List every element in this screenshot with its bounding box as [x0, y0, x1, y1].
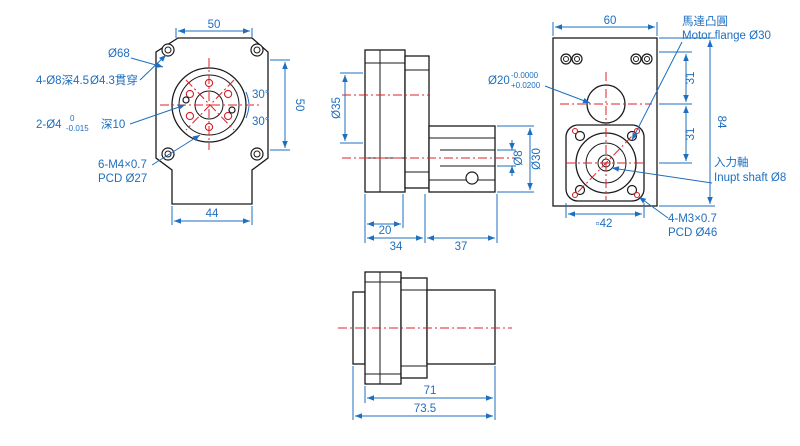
bottom-output-body [426, 289, 496, 365]
rear-view: 60 馬達凸圓 Motor flange Ø30 Ø20 -0.0000 +0.… [488, 15, 786, 239]
leader-holes [139, 54, 167, 81]
dim-side-outer: Ø30 [531, 148, 543, 170]
dim-side-37: 37 [455, 241, 468, 253]
dim-front-width: 50 [208, 19, 221, 31]
rear-tap-hole [633, 191, 641, 199]
leader-rear-tap [638, 196, 669, 219]
rear-tap-hole [571, 127, 579, 135]
dim-rear-width: 60 [604, 15, 617, 27]
note-pin-tol-lower: -0.015 [66, 124, 89, 133]
tap-hole-1 [223, 111, 233, 121]
bore-label: Ø20 [488, 75, 510, 87]
bore-tol-lower: +0.0200 [511, 81, 541, 90]
leader-od [130, 57, 164, 68]
rear-tap-note: 4-M3×0.7 [668, 213, 717, 225]
dim-rear-31-bottom: 31 [685, 128, 697, 141]
leader-input [611, 166, 713, 184]
dim-side-dia-left: Ø35 [331, 97, 343, 119]
rear-hole-tr2 [641, 53, 653, 65]
dim-front-height: 50 [293, 99, 305, 112]
input-label-en: Inupt shaft Ø8 [714, 172, 786, 184]
rear-hole-tr [630, 53, 642, 65]
pin-hole-1 [182, 96, 190, 104]
bottom-view: 71 73.5 [338, 271, 512, 420]
note-holes-a: 4-Ø8深4.5 [36, 73, 89, 87]
angle-bottom-label: 30° [252, 116, 269, 128]
rear-hole-tl [560, 53, 572, 65]
angle-top-label: 30° [252, 89, 269, 101]
side-cross-hole [465, 171, 479, 185]
side-housing-block [364, 49, 406, 193]
dim-rear-84: 84 [715, 116, 727, 129]
rear-hole-tr-inner [633, 56, 639, 62]
mount-hole-br [250, 147, 264, 161]
note-pin: 2-Ø4 [36, 119, 62, 131]
note-pin-tol-upper: 0 [70, 114, 75, 123]
mount-hole-tr-inner [253, 46, 261, 54]
note-holes-b: Ø4.3貫穿 [90, 73, 138, 87]
rear-tap-pcd: PCD Ø46 [668, 227, 717, 239]
leader-tap [151, 134, 201, 166]
dim-rear-square: ▫42 [596, 218, 613, 230]
flange-label-cn: 馬達凸圓 [682, 15, 728, 28]
rear-hole-tl2 [571, 53, 583, 65]
dim-bottom-71: 71 [424, 385, 437, 397]
mount-hole-tr [250, 43, 264, 57]
rear-tap-hole [571, 191, 579, 199]
dim-rear-31-top: 31 [685, 72, 697, 85]
rear-hole-tr2-inner [644, 56, 650, 62]
side-output-body [428, 125, 496, 193]
rear-flange-centerline-d [577, 133, 635, 193]
note-pin-depth: 深10 [101, 117, 125, 131]
note-od: Ø68 [108, 48, 130, 60]
rear-hole-tl-inner [563, 56, 569, 62]
mount-hole-tl [161, 43, 175, 57]
note-tap-pcd: PCD Ø27 [98, 173, 147, 185]
bore-tol-upper: -0.0000 [511, 71, 539, 80]
front-view: 50 50 44 30° 30° Ø68 4-Ø8深4.5 Ø4.3貫穿 2-Ø… [36, 19, 305, 225]
mount-hole-tl-inner [164, 46, 172, 54]
mount-hole-bl-inner [164, 150, 172, 158]
leader-flange [631, 41, 683, 141]
rear-hole-tl2-inner [574, 56, 580, 62]
leader-pin [129, 104, 186, 125]
dim-side-34: 34 [390, 241, 403, 253]
angle-arc-top [245, 91, 250, 105]
tap-hole-3 [185, 111, 195, 121]
tap-hole-4 [185, 89, 195, 99]
rear-flange-hole [626, 184, 638, 196]
side-view: Ø35 Ø8 Ø30 20 34 37 [331, 49, 543, 253]
flange-label-en: Motor flange Ø30 [682, 30, 771, 42]
pin-hole-2 [228, 106, 236, 114]
note-tap: 6-M4×0.7 [98, 159, 147, 171]
front-centerline-d2 [185, 79, 235, 131]
mount-hole-br-inner [253, 150, 261, 158]
leader-bore [544, 85, 591, 104]
dim-bottom-73-5: 73.5 [414, 403, 436, 415]
input-label-cn: 入力軸 [714, 155, 749, 169]
side-flange-block [404, 55, 430, 189]
dim-side-shaft: Ø8 [513, 150, 525, 165]
angle-arc-bottom [245, 105, 250, 119]
tap-hole-6 [223, 89, 233, 99]
rear-flange-hole [574, 130, 586, 142]
dim-front-bottom: 44 [206, 208, 219, 220]
dim-side-20: 20 [379, 225, 392, 237]
